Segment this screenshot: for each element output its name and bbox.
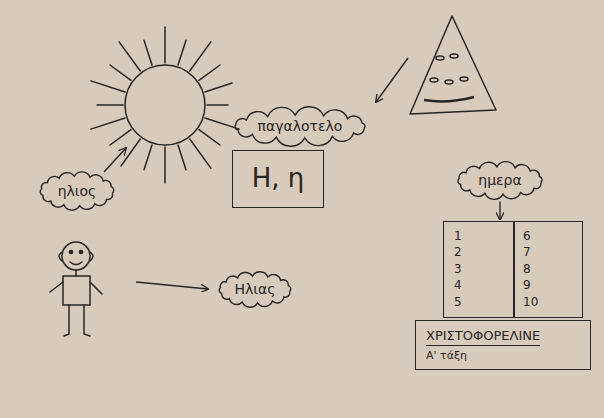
text-holder: Η, η xyxy=(252,163,305,194)
text-holder: ΧΡΙΣΤΟΦΟΡΕΛΙΝΕ Α' τάξη xyxy=(426,328,540,362)
table-cell: 3 xyxy=(444,261,513,278)
table-cell: 6 xyxy=(513,228,582,245)
text-holder: ημερα xyxy=(478,172,521,189)
triangle-outline xyxy=(410,16,496,114)
cloud-text: ημερα xyxy=(478,172,521,189)
figure-body xyxy=(63,276,90,305)
cloud-path xyxy=(458,161,542,199)
text-holder: 12345 678910 xyxy=(444,222,582,317)
triangle-drawing xyxy=(410,16,496,114)
cloud-path xyxy=(235,106,365,145)
text-holder: παγαλοτελο xyxy=(258,118,343,135)
sun-drawing xyxy=(91,27,239,183)
table-divider xyxy=(513,222,515,317)
triangle-dot xyxy=(430,78,438,82)
triangle-stroke xyxy=(424,97,474,101)
cloud-bubble: παγαλοτελο xyxy=(226,106,374,147)
number-table: 12345 678910 xyxy=(443,221,583,318)
cloud-path xyxy=(219,271,291,306)
figure-mouth xyxy=(70,262,82,265)
name-box: ΧΡΙΣΤΟΦΟΡΕΛΙΝΕ Α' τάξη xyxy=(415,320,591,370)
cloud-text: Ηλιας xyxy=(235,281,276,298)
table-cell: 1 xyxy=(444,228,513,245)
triangle-dot xyxy=(445,80,453,84)
cloud-bubble: ηλιος xyxy=(35,170,119,212)
sun-rays xyxy=(91,27,239,183)
triangle-dot xyxy=(460,77,468,81)
stick-figure xyxy=(50,242,102,336)
figure-legs xyxy=(64,305,90,336)
table-cell: 7 xyxy=(513,244,582,261)
letter-box: Η, η xyxy=(232,150,324,208)
figure-head xyxy=(62,242,90,270)
table-cell: 8 xyxy=(513,261,582,278)
figure-neck xyxy=(75,270,77,276)
connector-arrow xyxy=(499,202,500,220)
text-holder: ηλιος xyxy=(58,183,97,200)
table-cell: 2 xyxy=(444,244,513,261)
figure-arms xyxy=(50,282,102,294)
cloud-path xyxy=(40,172,114,210)
figure-eye xyxy=(79,250,82,253)
table-cell: 5 xyxy=(444,294,513,311)
figure-ears xyxy=(59,252,93,261)
student-name: ΧΡΙΣΤΟΦΟΡΕΛΙΝΕ xyxy=(426,328,540,346)
table-cell: 9 xyxy=(513,277,582,294)
triangle-dot xyxy=(436,56,444,60)
leader-arrow xyxy=(104,148,126,172)
sun-disc xyxy=(125,65,205,145)
text-holder: Ηλιας xyxy=(235,281,276,298)
letter-text: Η, η xyxy=(252,163,305,194)
figure-eye xyxy=(69,250,72,253)
table-cell: 10 xyxy=(513,294,582,311)
cloud-text: παγαλοτελο xyxy=(258,118,343,135)
triangle-dot xyxy=(450,54,458,58)
leader-arrow xyxy=(136,282,208,289)
cloud-bubble: Ηλιας xyxy=(214,270,296,309)
class-note: Α' τάξη xyxy=(426,349,540,362)
leader-arrow xyxy=(376,58,408,102)
table-cell: 4 xyxy=(444,277,513,294)
cloud-bubble: ημερα xyxy=(452,160,548,201)
cloud-text: ηλιος xyxy=(58,183,97,200)
